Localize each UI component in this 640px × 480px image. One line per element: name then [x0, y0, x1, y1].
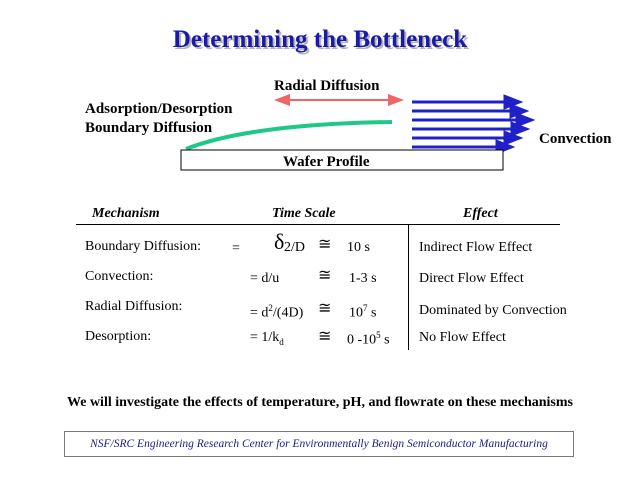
row-equals: = — [232, 241, 240, 256]
boundary-diffusion-label: Boundary Diffusion — [85, 120, 213, 136]
row-time: 10 s — [347, 240, 370, 255]
header-effect: Effect — [463, 206, 498, 221]
row-expression: = d2/(4D) — [250, 303, 304, 321]
row-time: 107 s — [349, 303, 377, 321]
slide-title: Determining the Bottleneck — [172, 26, 468, 53]
approx-symbol: ≅ — [318, 236, 332, 253]
table-header-rule — [76, 224, 560, 225]
row-expression: 2/D — [284, 240, 305, 255]
row-time: 1-3 s — [349, 271, 377, 286]
approx-symbol: ≅ — [318, 300, 332, 317]
delta-symbol: δ — [274, 229, 285, 254]
wafer-profile-label: Wafer Profile — [283, 154, 370, 170]
convection-arrows — [412, 94, 536, 155]
radial-diffusion-label: Radial Diffusion — [274, 78, 380, 94]
conclusion-text: We will investigate the effects of tempe… — [67, 395, 573, 410]
approx-symbol: ≅ — [318, 267, 332, 284]
radial-diffusion-arrow — [274, 94, 404, 106]
row-effect: No Flow Effect — [419, 330, 506, 345]
convection-label: Convection — [539, 131, 612, 147]
row-mechanism: Convection: — [85, 269, 154, 284]
row-mechanism: Desorption: — [85, 329, 152, 344]
footer-banner: NSF/SRC Engineering Research Center for … — [64, 431, 574, 457]
row-mechanism: Radial Diffusion: — [85, 299, 183, 314]
row-effect: Dominated by Convection — [419, 303, 567, 318]
approx-symbol: ≅ — [318, 328, 332, 345]
header-mechanism: Mechanism — [92, 206, 160, 221]
row-mechanism: Boundary Diffusion: — [85, 239, 202, 254]
row-effect: Indirect Flow Effect — [419, 240, 533, 255]
table-column-rule — [408, 224, 409, 350]
adsorption-label: Adsorption/Desorption — [85, 101, 233, 117]
wafer-rect — [180, 149, 504, 171]
row-time: 0 -105 s — [347, 330, 390, 348]
header-time-scale: Time Scale — [272, 206, 336, 221]
row-expression: = d/u — [250, 271, 280, 286]
flow-diagram — [180, 94, 536, 171]
row-expression: = 1/kd — [250, 330, 284, 347]
boundary-layer-curve — [185, 120, 393, 151]
row-effect: Direct Flow Effect — [419, 271, 524, 286]
